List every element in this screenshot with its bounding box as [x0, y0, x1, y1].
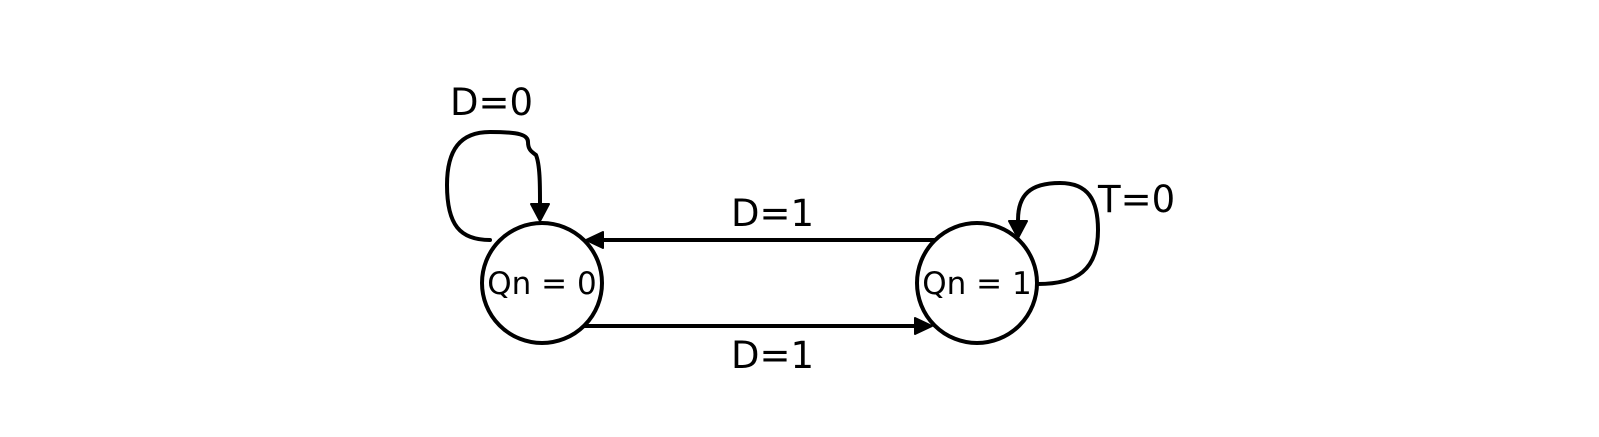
edge-q0-to-q1-arrowhead — [914, 317, 933, 335]
state-q0: Qn = 0 — [480, 221, 604, 345]
self-loop-q1-label: T=0 — [1097, 178, 1175, 221]
transition-q0-self-loop: D=0 — [445, 81, 550, 242]
self-loop-q1-edge — [1016, 181, 1100, 286]
state-q1-label: Qn = 1 — [922, 266, 1031, 302]
edge-q1-to-q0-arrowhead — [585, 231, 604, 249]
state-q1: Qn = 1 — [915, 221, 1039, 345]
self-loop-q1-arrowhead — [1008, 220, 1028, 239]
self-loop-q0-label: D=0 — [450, 81, 533, 124]
state-q1-circle — [915, 221, 1039, 345]
transition-q1-to-q0: D=1 — [585, 192, 936, 249]
self-loop-q0-edge — [445, 130, 542, 242]
edge-q0-to-q1-label: D=1 — [731, 334, 814, 377]
state-q0-label: Qn = 0 — [487, 266, 596, 302]
self-loop-q0-arrowhead — [530, 203, 550, 222]
transition-q0-to-q1: D=1 — [582, 317, 933, 377]
transition-q1-self-loop: T=0 — [1008, 178, 1175, 286]
state-q0-circle — [480, 221, 604, 345]
edge-q1-to-q0-label: D=1 — [731, 192, 814, 235]
